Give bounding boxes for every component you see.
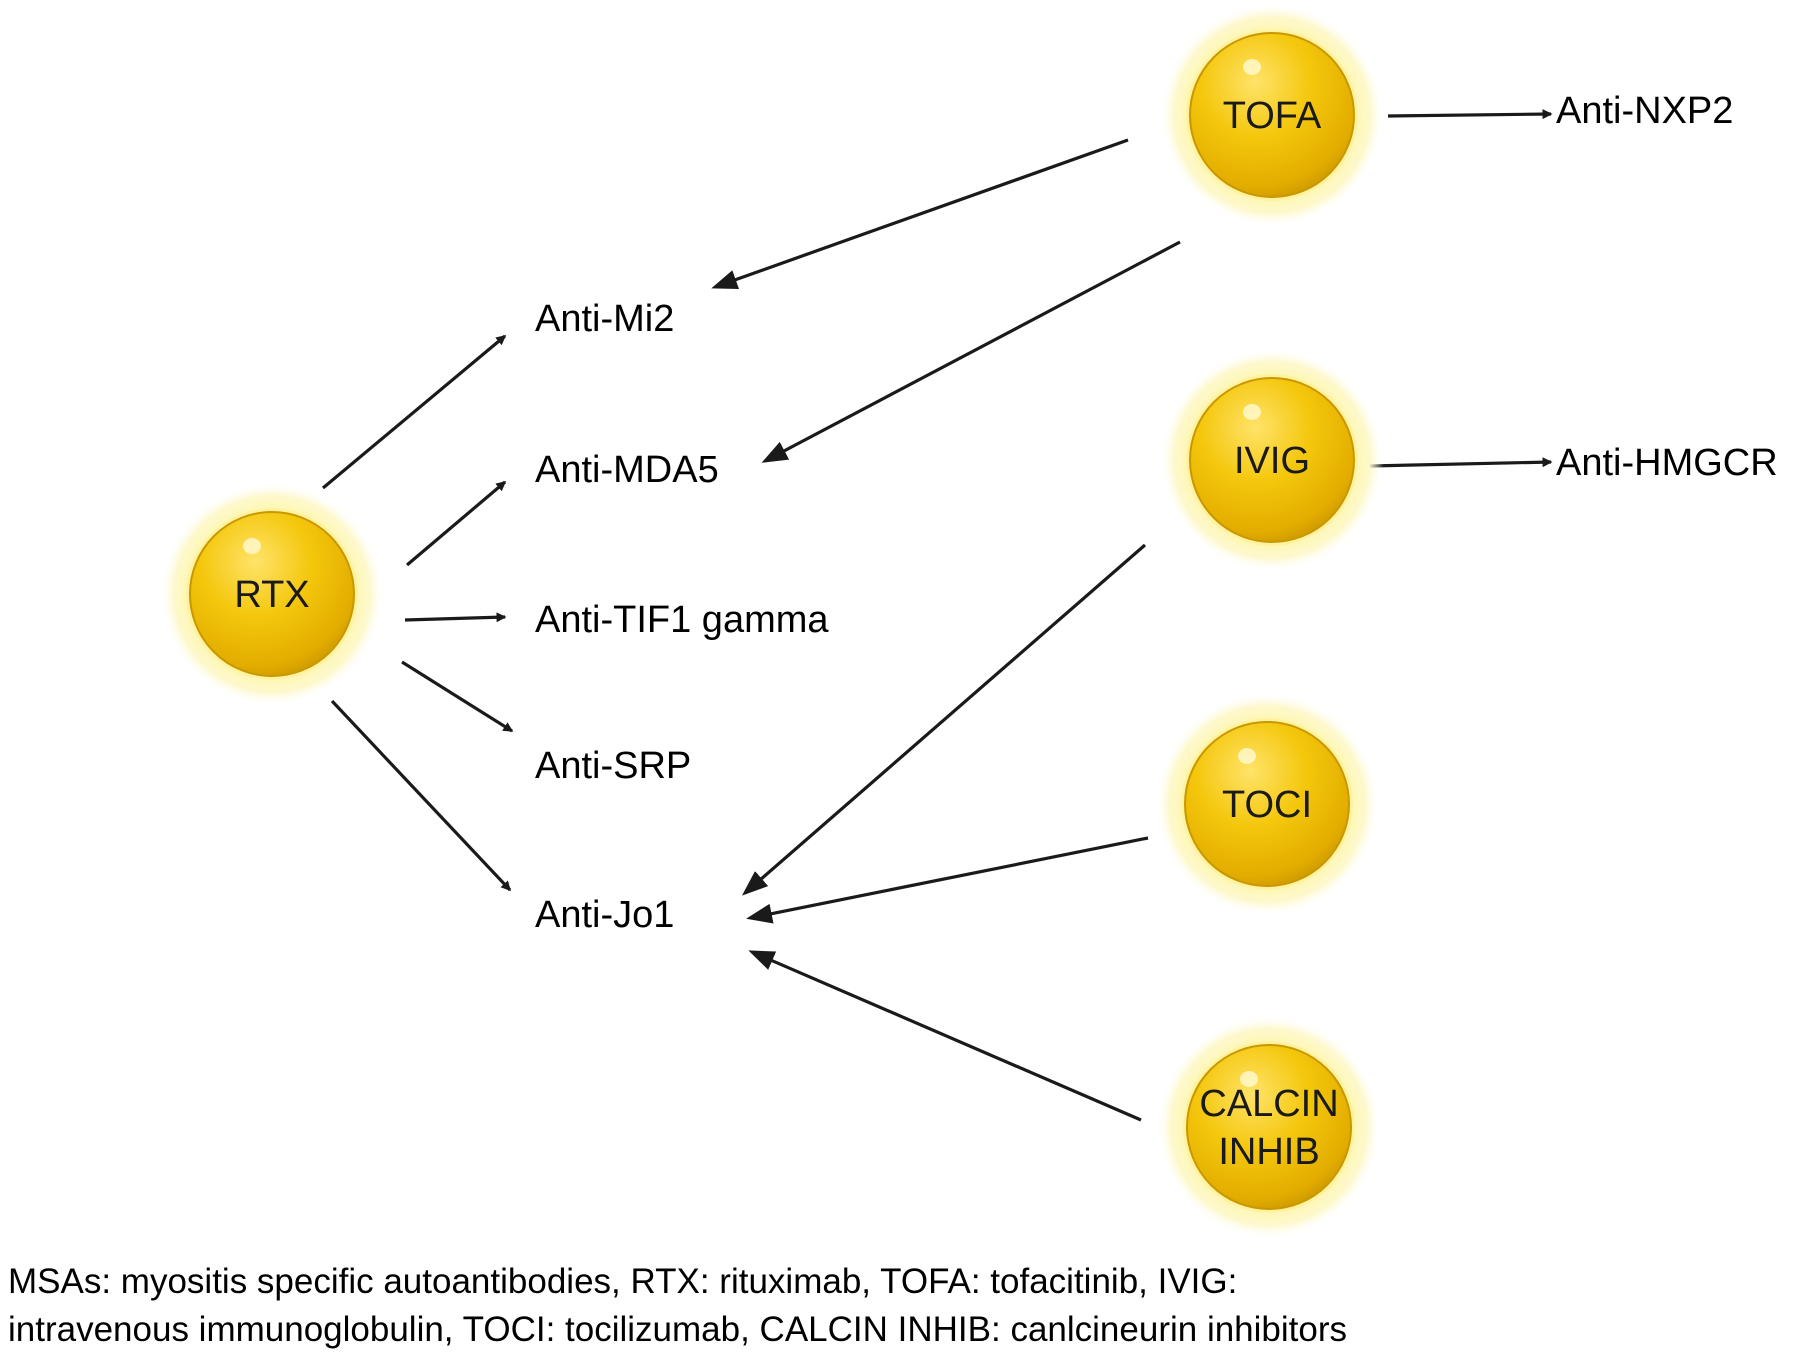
- edges-layer: [321, 109, 1553, 1122]
- arrow-rtx-to-mi2: [321, 334, 507, 490]
- arrow-rtx-to-mda5: [405, 480, 507, 567]
- node-highlight: [1243, 59, 1261, 75]
- node-ball: [1184, 721, 1350, 887]
- drug-label-toci: TOCI: [1222, 784, 1312, 826]
- arrow-ivig-to-hmgcr: [1369, 457, 1553, 468]
- node-ball: [189, 511, 355, 677]
- node-highlight: [1240, 1071, 1258, 1087]
- arrow-tofa-to-mi2: [711, 138, 1129, 290]
- arrow-ivig-to-jo1: [741, 543, 1147, 896]
- drug-node-tofa: TOFA: [1160, 3, 1384, 227]
- node-ball: [1189, 377, 1355, 543]
- node-highlight: [243, 538, 261, 554]
- arrow-rtx-to-srp: [401, 660, 514, 733]
- arrow-calcin-to-jo1: [748, 950, 1142, 1122]
- drug-nodes-layer: RTX TOFA IVIG TOCI CALCIN INHIB: [160, 3, 1384, 1239]
- target-label-hmgcr: Anti-HMGCR: [1556, 442, 1778, 484]
- node-highlight: [1238, 748, 1256, 764]
- arrow-rtx-to-jo1: [330, 699, 512, 892]
- legend: MSAs: myositis specific autoantibodies, …: [8, 1258, 1788, 1354]
- target-label-srp: Anti-SRP: [535, 745, 691, 787]
- drug-label-ivig: IVIG: [1234, 440, 1310, 482]
- drug-node-ivig: IVIG: [1160, 348, 1384, 572]
- arrow-tofa-to-nxp2: [1387, 109, 1553, 120]
- drug-node-toci: TOCI: [1155, 692, 1379, 916]
- node-highlight: [1243, 404, 1261, 420]
- target-label-mda5: Anti-MDA5: [535, 449, 719, 491]
- target-label-mi2: Anti-Mi2: [535, 298, 674, 340]
- legend-line-1: MSAs: myositis specific autoantibodies, …: [8, 1262, 1238, 1301]
- target-label-nxp2: Anti-NXP2: [1556, 90, 1733, 132]
- drug-label-rtx: RTX: [234, 574, 309, 616]
- drug-label-calcin-2: INHIB: [1218, 1131, 1319, 1173]
- drug-label-tofa: TOFA: [1223, 95, 1322, 137]
- target-label-tif1: Anti-TIF1 gamma: [535, 599, 829, 641]
- node-ball: [1189, 32, 1355, 198]
- arrow-toci-to-jo1: [746, 836, 1149, 924]
- legend-line-2: intravenous immunoglobulin, TOCI: tocili…: [8, 1310, 1348, 1349]
- arrow-rtx-to-tif1: [404, 612, 507, 623]
- node-ball: [1186, 1044, 1352, 1210]
- drug-node-calcin: CALCIN INHIB: [1157, 1015, 1381, 1239]
- drug-node-rtx: RTX: [160, 482, 384, 706]
- target-label-jo1: Anti-Jo1: [535, 894, 674, 936]
- drug-label-calcin-1: CALCIN: [1199, 1083, 1338, 1125]
- arrow-tofa-to-mda5: [761, 240, 1181, 463]
